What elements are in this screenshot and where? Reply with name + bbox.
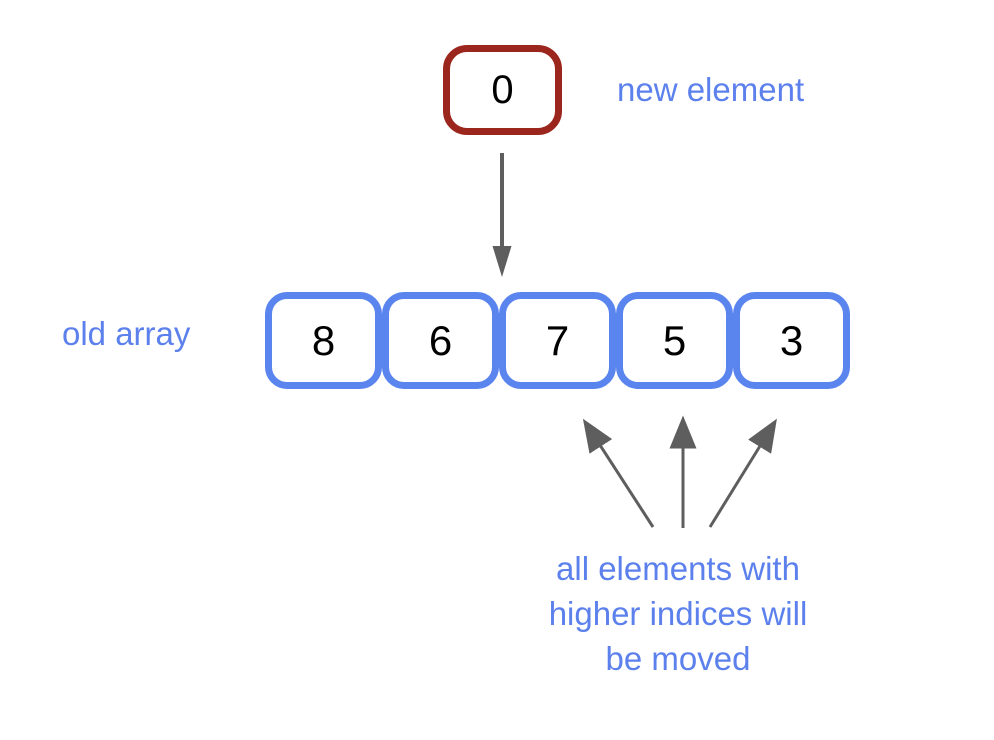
array-cell: 7 xyxy=(499,292,616,389)
new-element-box: 0 xyxy=(443,45,562,135)
annotation-line: all elements with xyxy=(556,550,800,587)
insert-arrow-icon xyxy=(492,153,512,277)
array-cell-value: 8 xyxy=(311,316,336,364)
array-cell: 5 xyxy=(616,292,733,389)
array-cell: 3 xyxy=(733,292,850,389)
array-cell-value: 6 xyxy=(428,316,453,364)
old-array-row: 8 6 7 5 3 xyxy=(265,292,850,389)
fan-arrow-left-icon xyxy=(582,418,655,528)
new-element-label: new element xyxy=(617,71,805,108)
array-cell: 8 xyxy=(265,292,382,389)
old-array-label: old array xyxy=(62,315,191,352)
array-cell-value: 7 xyxy=(545,316,570,364)
fan-arrow-right-icon xyxy=(708,418,777,528)
array-cell: 6 xyxy=(382,292,499,389)
annotation-line: higher indices will xyxy=(548,595,808,632)
array-cell-value: 5 xyxy=(662,316,687,364)
annotation-text: all elements with higher indices will be… xyxy=(478,546,878,681)
array-cell-value: 3 xyxy=(779,316,804,364)
annotation-line: be moved xyxy=(605,640,751,677)
new-element-value: 0 xyxy=(491,68,514,112)
